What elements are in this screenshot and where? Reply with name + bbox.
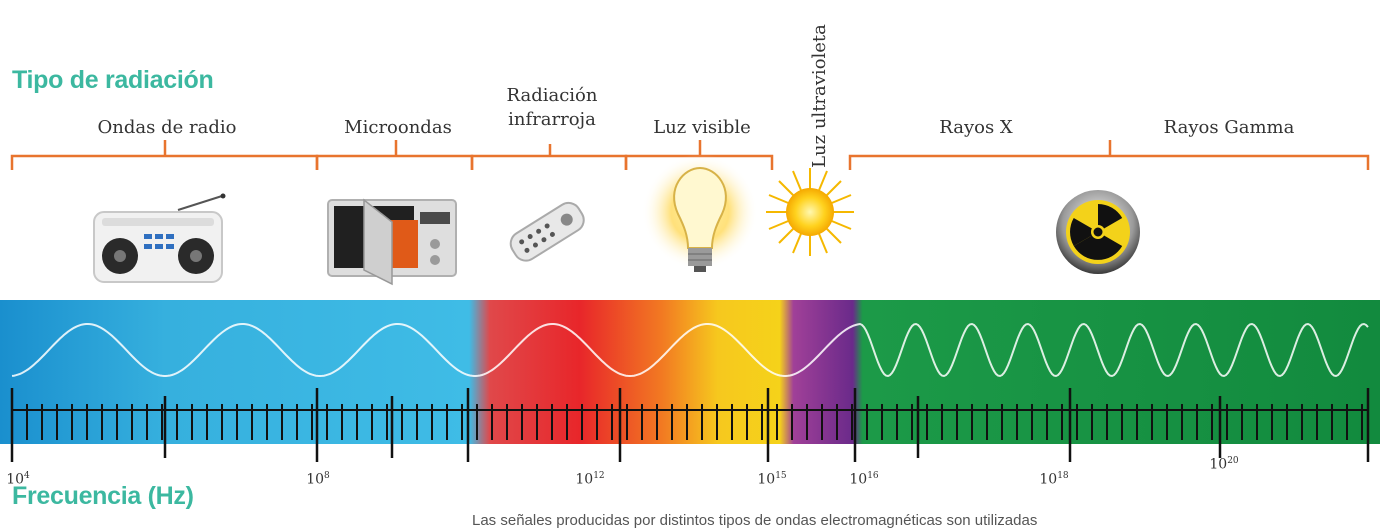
light-bulb-icon <box>642 154 758 272</box>
bracket-infrared <box>470 144 628 170</box>
caption-text: Las señales producidas por distintos tip… <box>472 512 1038 529</box>
bracket-microwave <box>315 140 474 170</box>
freq-tick-label-1e4: 104 <box>6 471 30 488</box>
freq-tick-label-1e18: 1018 <box>1039 471 1069 488</box>
band-label-visible: Luz visible <box>653 117 751 138</box>
band-label-microwave: Microondas <box>344 117 452 138</box>
freq-tick-label-1e8: 108 <box>306 471 330 488</box>
frequency-heading: Frecuencia (Hz) <box>12 482 194 510</box>
band-label-infrared: Radiación infrarroja <box>506 85 598 130</box>
freq-tick-label-1e12: 1012 <box>575 471 605 488</box>
freq-tick-label-1e20: 1020 <box>1209 456 1239 473</box>
sun-icon <box>766 168 854 256</box>
radiation-icon <box>1056 190 1140 274</box>
band-brackets <box>10 140 1370 170</box>
microwave-icon <box>327 198 457 286</box>
band-label-xrays: Rayos X <box>939 117 1013 138</box>
band-label-gamma: Rayos Gamma <box>1163 117 1295 138</box>
freq-tick-label-1e15: 1015 <box>757 471 787 488</box>
radio-icon <box>93 193 226 283</box>
bracket-xrays-gamma <box>848 140 1370 170</box>
radiation-type-heading: Tipo de radiación <box>12 66 214 94</box>
band-label-radio: Ondas de radio <box>97 117 237 138</box>
freq-tick-label-1e16: 1016 <box>849 471 879 488</box>
wave-line <box>11 322 1369 378</box>
remote-control-icon <box>509 201 585 262</box>
bracket-radio <box>10 140 319 170</box>
spectrum-band <box>0 300 1380 444</box>
scale-ticks <box>10 388 1370 462</box>
